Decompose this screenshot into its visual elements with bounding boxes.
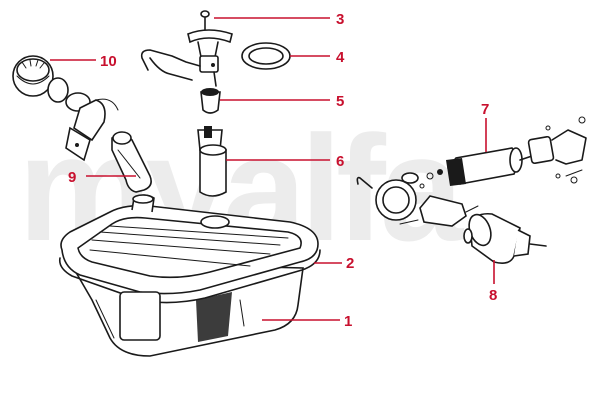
external-fuel-pump[interactable] bbox=[437, 116, 587, 186]
callout-label-5: 5 bbox=[336, 93, 344, 110]
callout-label-8: 8 bbox=[489, 287, 497, 304]
in-tank-fuel-pump[interactable] bbox=[197, 126, 227, 197]
callout-label-6: 6 bbox=[336, 153, 344, 170]
fuel-level-sender[interactable] bbox=[140, 10, 233, 87]
filler-neck[interactable] bbox=[47, 77, 119, 162]
pump-hose-sleeve[interactable] bbox=[200, 88, 221, 114]
callout-label-10: 10 bbox=[100, 53, 117, 70]
filler-cap[interactable] bbox=[12, 55, 54, 97]
sender-seal-ring[interactable] bbox=[241, 42, 291, 70]
callout-label-3: 3 bbox=[336, 11, 344, 28]
callout-label-9: 9 bbox=[68, 169, 76, 186]
pump-bracket[interactable] bbox=[356, 172, 479, 227]
callout-label-2: 2 bbox=[346, 255, 354, 272]
callout-label-1: 1 bbox=[344, 313, 352, 330]
callout-label-4: 4 bbox=[336, 49, 345, 66]
callout-label-7: 7 bbox=[481, 101, 489, 118]
fuel-filter[interactable] bbox=[463, 212, 547, 264]
callouts: 1 2 3 4 5 6 7 8 9 10 bbox=[50, 11, 497, 330]
filler-hose[interactable] bbox=[111, 131, 152, 193]
